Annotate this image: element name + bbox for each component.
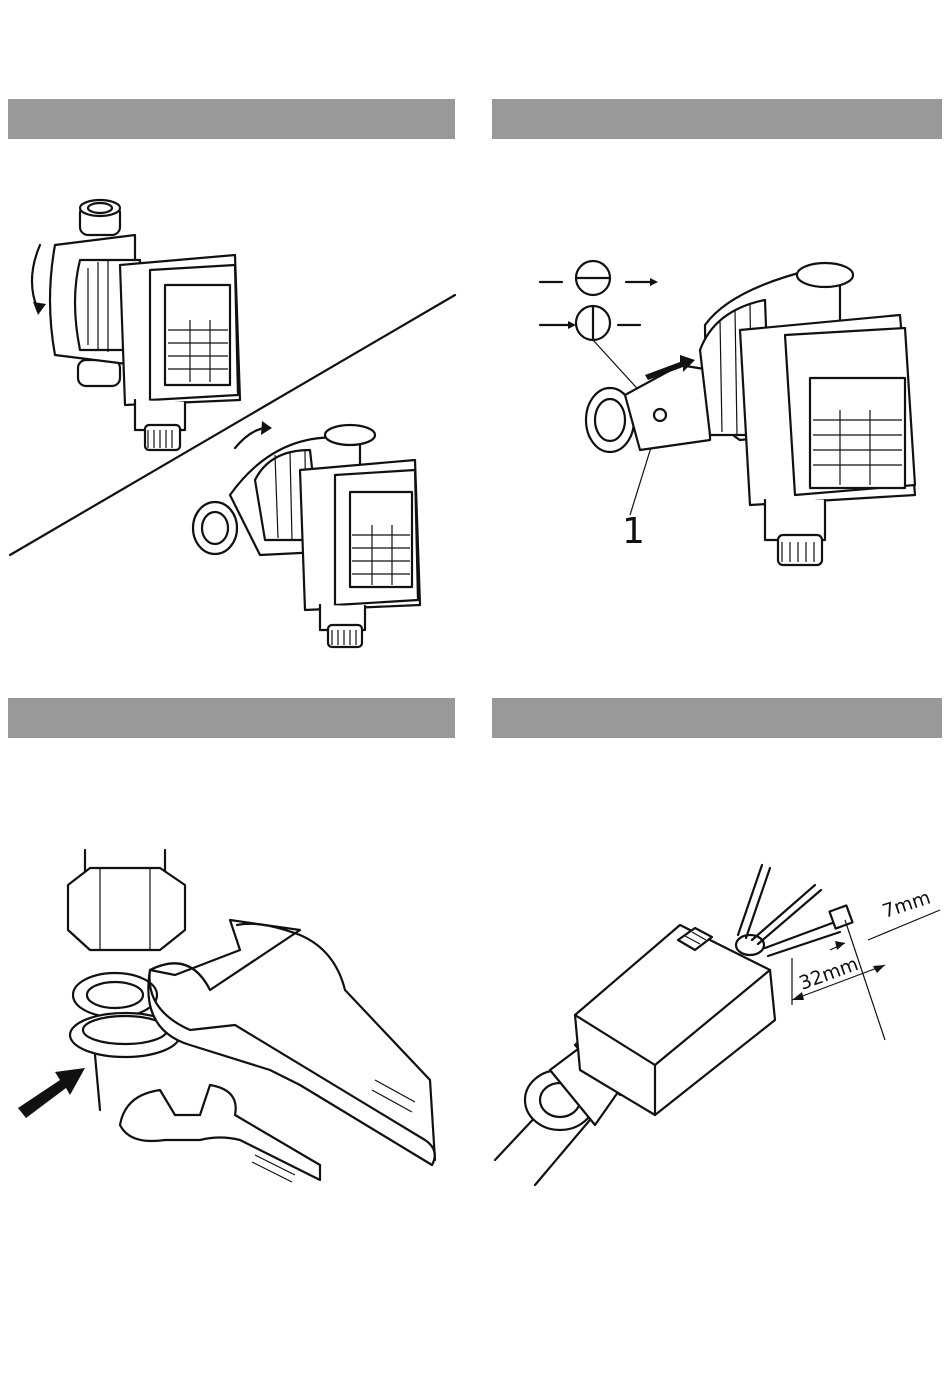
screw-closed-icon [540,261,658,295]
pipe-nut-illustration [18,850,185,1118]
sheath-length-label: 32mm [796,953,861,995]
rotate-arrow-icon [32,245,40,310]
header-bar-bottom-right [492,698,942,738]
pump-horizontal-illustration [193,421,420,647]
pump-vertical-illustration [32,200,240,450]
figure-wrench-tightening [0,840,475,1200]
rotate-arrow-icon [235,428,265,448]
strip-length-label: 7mm [880,887,934,923]
lower-wrench-icon [120,1085,320,1182]
callout-number: 1 [622,511,645,552]
header-bar-top-right [492,99,942,139]
figure-pump-venting: 1 [480,150,950,670]
figure-cable-stripping: 7mm 32mm [480,840,950,1200]
push-arrow-icon [18,1068,85,1118]
screw-open-icon [540,306,640,340]
figure-pump-rotation [0,150,475,670]
header-bar-top-left [8,99,455,139]
header-bar-bottom-left [8,698,455,738]
